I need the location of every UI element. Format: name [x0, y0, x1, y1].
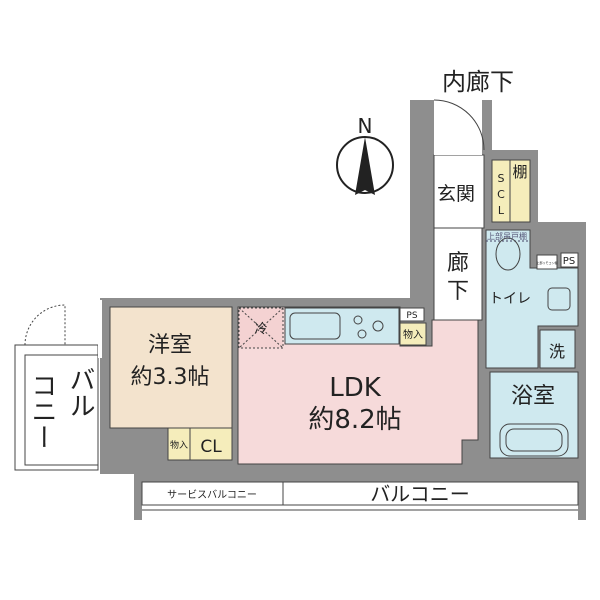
side-balcony-label-2: コニー — [27, 372, 57, 450]
ps-toilet-label: PS — [563, 256, 575, 267]
closet-label: CL — [200, 437, 222, 457]
upper-shelf-label: 上部吊戸棚 — [487, 231, 527, 241]
toilet-room — [485, 229, 579, 369]
corridor-outer-label: 内廊下 — [442, 68, 514, 96]
scl-label-c: C — [497, 188, 505, 201]
scl-label-l: L — [498, 204, 505, 217]
closet — [189, 427, 233, 461]
hallway-label-2: 下 — [447, 279, 469, 304]
hallway — [433, 227, 483, 321]
washer-space — [539, 329, 576, 369]
shelf — [509, 159, 531, 223]
north-label: N — [358, 114, 373, 138]
storage-kitchen-label: 物入 — [403, 328, 423, 341]
storage-kitchen — [399, 322, 427, 346]
compass-icon — [336, 136, 394, 195]
balcony — [282, 481, 579, 506]
hallway-label-1: 廊 — [447, 251, 469, 276]
ldk-size: 約8.2帖 — [308, 405, 401, 435]
bathroom — [489, 371, 579, 459]
ps-kitchen — [399, 307, 425, 322]
service-balcony-label: サービスバルコニー — [167, 489, 257, 501]
shelf-label: 棚 — [512, 163, 527, 181]
scl-label-s: S — [498, 172, 505, 185]
balcony-label: バルコニー — [370, 482, 470, 506]
bath-label: 浴室 — [511, 384, 555, 409]
outer-corridor-area — [434, 100, 482, 155]
remote-shelf-label: 上部リモコン棚 — [536, 260, 557, 265]
washer-label: 洗 — [549, 342, 565, 361]
entrance — [433, 154, 485, 229]
ps-toilet — [560, 252, 579, 268]
storage-small-label: 物入 — [170, 439, 188, 451]
side-balcony — [24, 354, 99, 466]
western-room-label: 洋室 — [148, 333, 192, 358]
kitchen-counter — [284, 307, 400, 345]
toilet-label: トイレ — [489, 291, 531, 307]
side-balcony-label-1: バル — [65, 366, 95, 418]
ldk-label: LDK — [329, 373, 382, 403]
western-room-size: 約3.3帖 — [131, 365, 210, 390]
entrance-label: 玄関 — [437, 183, 475, 205]
fridge-label: 冷 — [254, 322, 267, 337]
remote-shelf — [536, 254, 558, 270]
ps-kitchen-label: PS — [406, 311, 417, 321]
